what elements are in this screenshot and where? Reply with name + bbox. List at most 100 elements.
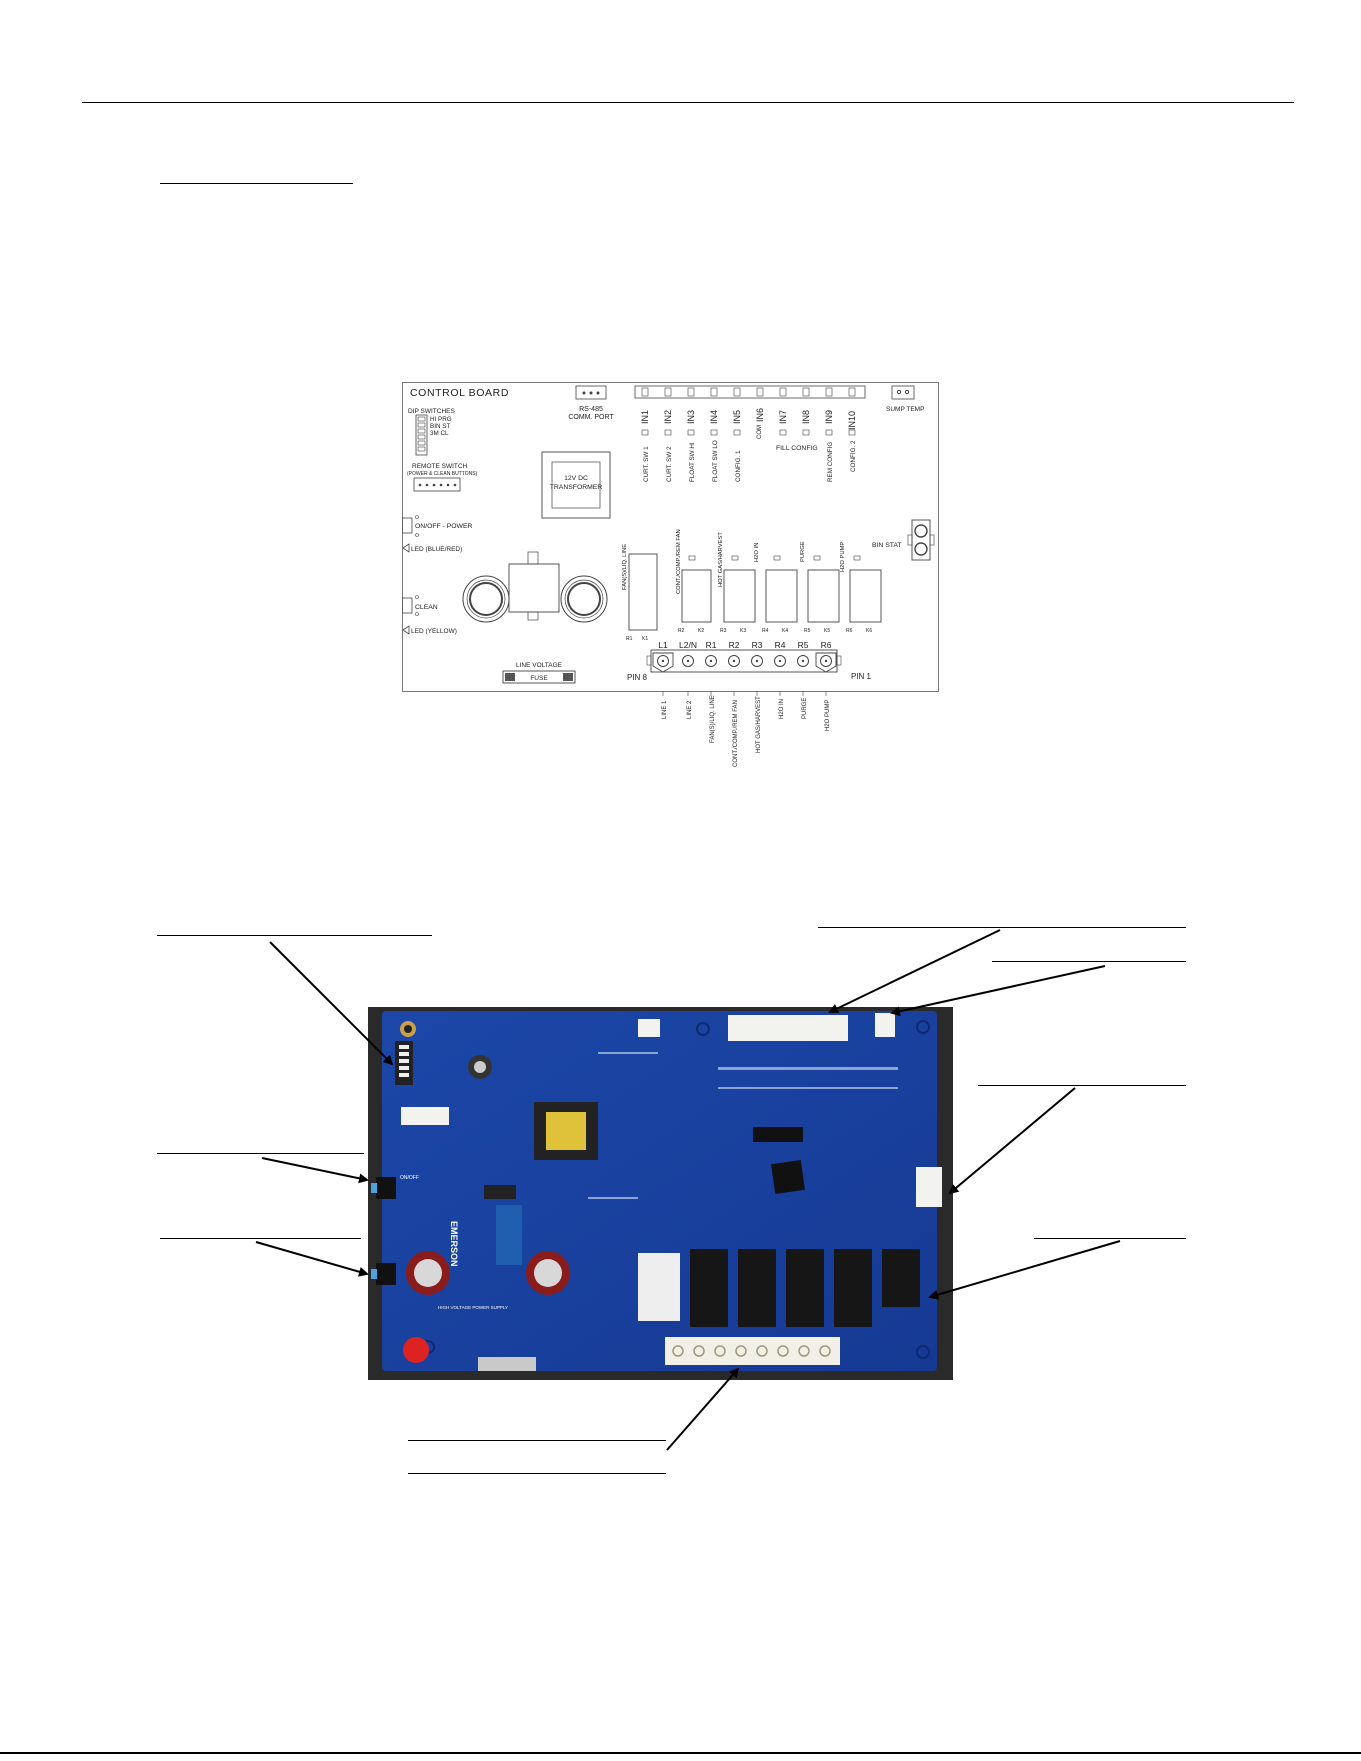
terminal-label: L2/N xyxy=(679,640,697,650)
input-desc: FLOAT SW LO xyxy=(712,440,719,482)
rs485-sublabel: COMM. PORT xyxy=(568,414,614,421)
relay-id: K2 xyxy=(698,628,704,634)
terminal-block xyxy=(646,649,842,673)
terminal-label: R1 xyxy=(706,640,717,650)
transformer-label: 12V DC xyxy=(564,475,588,482)
callout-line-input-header xyxy=(818,927,1186,928)
transformer-sublabel: TRANSFORMER xyxy=(550,484,603,491)
svg-text:R6: R6 xyxy=(846,628,853,634)
header-rule xyxy=(82,102,1294,103)
schematic-title: CONTROL BOARD xyxy=(410,387,509,399)
power-supply-graphic xyxy=(462,551,608,623)
bin-stat-connector xyxy=(907,519,935,561)
input-label: IN6 xyxy=(755,408,765,422)
terminal-label: R6 xyxy=(821,640,832,650)
arrow-clean-button xyxy=(255,1241,369,1277)
input-label: IN1 xyxy=(640,410,650,424)
callout-line-sump-temp xyxy=(992,961,1186,962)
input-label: IN9 xyxy=(824,410,834,424)
terminal-label: R5 xyxy=(798,640,809,650)
photo-supply-label: HIGH VOLTAGE POWER SUPPLY xyxy=(438,1305,508,1310)
section-heading-underline xyxy=(160,183,353,184)
led-power-icon xyxy=(402,543,410,553)
bin-stat-label: BIN STAT xyxy=(872,542,902,549)
arrow-terminal-strip xyxy=(666,1367,740,1451)
sump-temp-label: SUMP TEMP xyxy=(886,406,924,413)
svg-text:R5: R5 xyxy=(804,628,811,634)
relay-label: H2O IN xyxy=(754,543,760,562)
input-label: IN3 xyxy=(686,410,696,424)
input-desc: CONFIG. 2 xyxy=(850,440,857,472)
control-board-schematic: CONTROL BOARD DIP SWITCHES HI PRG BIN ST… xyxy=(402,382,939,692)
dip-option: 3M CL xyxy=(430,430,449,437)
photo-power-button xyxy=(376,1177,396,1199)
remote-switch-connector xyxy=(413,477,461,492)
fuse-holder xyxy=(502,670,576,684)
photo-input-header xyxy=(728,1015,848,1041)
pin1-label: PIN 1 xyxy=(851,672,872,681)
terminal-descriptions: LINE 1 LINE 2 FAN(S)/LIQ. LINE CONT./COM… xyxy=(662,691,831,767)
relay-label: H2O PUMP xyxy=(840,542,846,572)
led-clean-icon xyxy=(402,625,410,635)
dip-switches-label: DIP SWITCHES xyxy=(408,408,455,415)
input-header xyxy=(634,385,866,399)
relay-label: PURGE xyxy=(800,541,806,562)
input-label: COM xyxy=(757,425,763,439)
relay-boxes xyxy=(628,553,882,631)
sump-temp-connector xyxy=(891,385,915,400)
terminal-label: L1 xyxy=(658,640,668,650)
transformer-box xyxy=(541,451,611,519)
callout-line-power-button xyxy=(157,1153,364,1154)
photo-relays xyxy=(690,1249,920,1327)
callout-line-terminal-strip xyxy=(408,1440,666,1441)
terminal-desc: H2O IN xyxy=(779,699,785,719)
arrow-power-button xyxy=(261,1157,369,1184)
fuse-label: FUSE xyxy=(530,675,548,682)
footer-rule xyxy=(0,1752,1361,1754)
terminal-desc: FAN(S)/LIQ. LINE xyxy=(710,695,716,743)
relay-id: K1 xyxy=(642,636,648,642)
relay-label: CONT./COMP./REM FAN xyxy=(676,529,682,594)
photo-brand: EMERSON xyxy=(449,1221,459,1267)
fill-config-label: FILL CONFIG xyxy=(776,445,818,452)
arrow-relays xyxy=(928,1240,1121,1300)
arrow-input-header xyxy=(828,929,1001,1014)
power-switch xyxy=(402,517,413,534)
terminal-desc: H2O PUMP xyxy=(825,700,831,731)
terminal-desc: LINE 1 xyxy=(662,700,668,719)
arrow-dip-switches xyxy=(269,941,394,1066)
callout-line-clean-button xyxy=(160,1238,361,1239)
callout-line-dip-switches xyxy=(157,935,432,936)
relay-id: K5 xyxy=(824,628,830,634)
led-power-label: LED (BLUE/RED) xyxy=(411,546,462,553)
dip-option: HI PRG xyxy=(430,416,452,423)
clean-switch-label: CLEAN xyxy=(415,604,438,611)
control-board-photo: ON/OFF EMERSON HIGH VOLTAGE POWER SUPPLY xyxy=(368,1007,953,1380)
clean-switch xyxy=(402,597,413,614)
photo-button-label: ON/OFF xyxy=(400,1175,419,1181)
remote-switch-sublabel: (POWER & CLEAN BUTTONS) xyxy=(407,471,478,477)
terminal-desc: PURGE xyxy=(802,698,808,719)
terminal-desc: HOT GAS/HARVEST xyxy=(756,696,762,753)
arrow-sump-temp xyxy=(890,965,1106,1017)
input-label: IN8 xyxy=(801,410,811,424)
power-switch-label: ON/OFF - POWER xyxy=(415,523,472,530)
input-label: IN10 xyxy=(847,411,857,430)
input-label: IN4 xyxy=(709,410,719,424)
input-desc: CURT. SW 2 xyxy=(666,446,673,482)
rs485-connector xyxy=(575,385,607,400)
terminal-label: R3 xyxy=(752,640,763,650)
relay-id: K4 xyxy=(782,628,788,634)
callout-line-terminal-strip-2 xyxy=(408,1473,666,1474)
terminal-label: R4 xyxy=(775,640,786,650)
line-voltage-label: LINE VOLTAGE xyxy=(516,662,563,669)
remote-switch-label: REMOTE SWITCH xyxy=(412,463,468,470)
svg-text:R1: R1 xyxy=(626,636,633,642)
photo-bin-stat-connector xyxy=(916,1167,942,1207)
input-desc: REM CONFIG xyxy=(827,442,834,482)
terminal-desc: CONT./COMP./REM FAN xyxy=(733,700,739,767)
dip-switch-block xyxy=(415,414,428,456)
relay-label: FAN(S)/LIQ. LINE xyxy=(622,544,628,590)
relay-id: K3 xyxy=(740,628,746,634)
